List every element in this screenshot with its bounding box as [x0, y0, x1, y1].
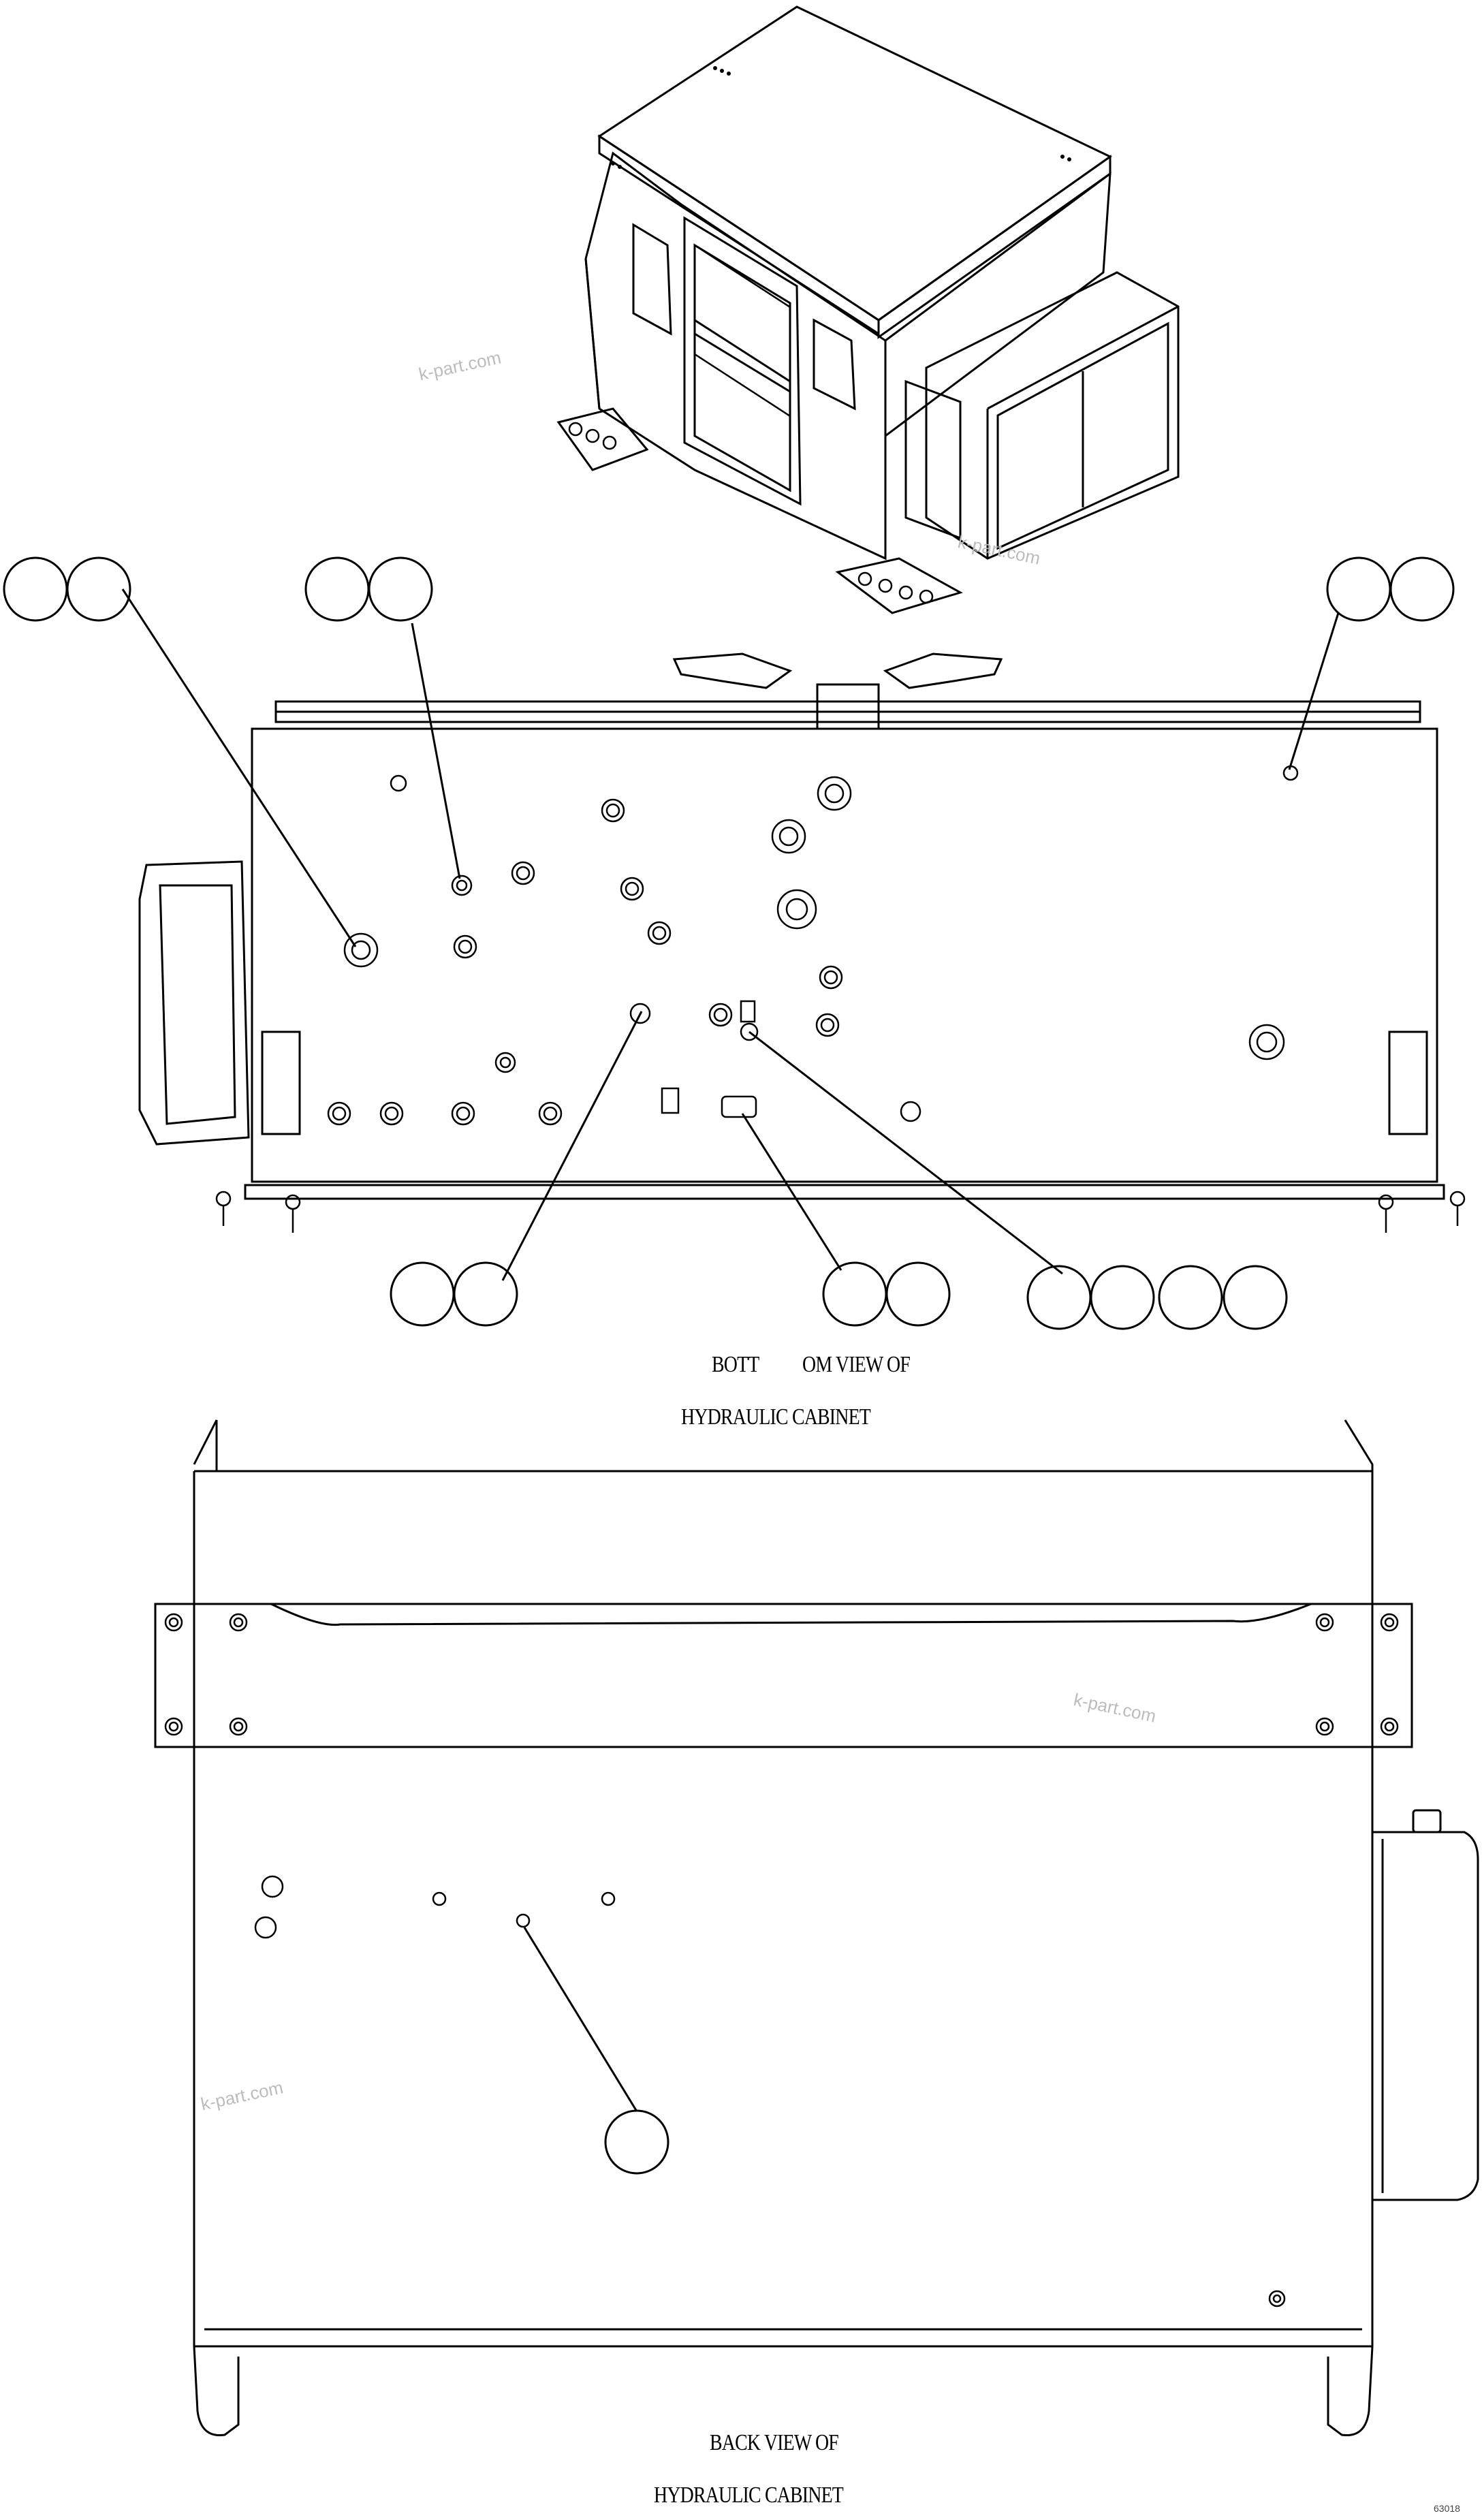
cab-isometric-view [556, 5, 1180, 614]
bottom-view-caption-line2: HYDRAULIC CABINET [681, 1404, 871, 1430]
callout-balloon-back-view [604, 2109, 669, 2175]
bottom-view-hydraulic-cabinet [3, 556, 1466, 1330]
back-view-caption-line2: HYDRAULIC CABINET [654, 2483, 844, 2508]
back-view-hydraulic-cabinet [154, 1419, 1479, 2437]
bottom-view-caption-part-b: OM VIEW OF [802, 1352, 911, 1377]
bottom-view-caption-part-a: BOTT [712, 1352, 759, 1377]
drawing-number: 63018 [1434, 2503, 1460, 2514]
callout-balloons-bottom-view [3, 556, 1455, 1330]
back-view-caption-line1: BACK VIEW OF [710, 2430, 839, 2455]
